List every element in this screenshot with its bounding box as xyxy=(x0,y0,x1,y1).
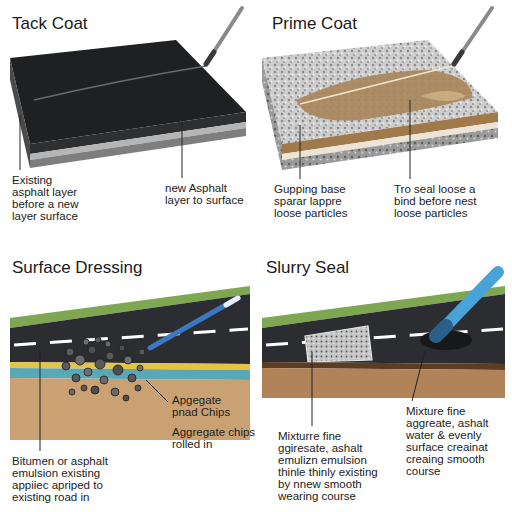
chip xyxy=(95,359,105,369)
label-slot: Mixture fine aggreate, ashalt water & ev… xyxy=(406,405,506,477)
sprayer-nozzle xyxy=(206,52,214,64)
chip xyxy=(111,388,119,396)
chip xyxy=(84,368,92,376)
base-layer xyxy=(30,128,246,168)
slab-side xyxy=(262,58,282,170)
chip xyxy=(139,349,145,355)
chip xyxy=(81,385,87,391)
label-slot: Aggregate chips rolled in xyxy=(172,426,262,450)
chip xyxy=(72,374,80,382)
tack-layer xyxy=(30,122,246,160)
chip xyxy=(124,356,132,364)
label-slot: Prime Coat xyxy=(272,14,492,34)
chip xyxy=(66,348,74,356)
label-slot: Tack Coat xyxy=(12,14,232,34)
tack-coat-slab xyxy=(10,8,246,178)
callout-label: Aggregate chips rolled in xyxy=(172,426,262,450)
spray-wand xyxy=(150,298,238,348)
panel-title: Slurry Seal xyxy=(266,258,486,278)
callout-label: Apgegate pnad Chips xyxy=(172,394,244,418)
label-slot: new Asphalt layer to surface xyxy=(165,182,253,206)
chip xyxy=(105,341,111,347)
callout-label: Bitumen or asphalt emulsion existing app… xyxy=(12,455,126,503)
label-slot: Surface Dressing xyxy=(12,258,232,278)
panel-title: Prime Coat xyxy=(272,14,492,34)
callout-label: Existing asphalt layer before a new laye… xyxy=(12,174,92,222)
leader-line xyxy=(312,352,313,426)
chip xyxy=(113,365,123,375)
prime-coat-slab xyxy=(262,8,498,179)
road-top xyxy=(10,294,250,364)
spreader-head xyxy=(436,326,446,336)
chip xyxy=(75,355,85,365)
leader-line xyxy=(40,350,41,451)
panel-title: Surface Dressing xyxy=(12,258,232,278)
sprayer-wand xyxy=(454,8,492,64)
chip xyxy=(83,339,89,345)
leader-line xyxy=(410,100,411,179)
label-slot: Bitumen or asphalt emulsion existing app… xyxy=(12,455,126,503)
label-slot: Tro seal loose a bind before nest loose … xyxy=(394,183,478,219)
slurry-patch xyxy=(305,326,372,362)
label-slot: Apgegate pnad Chips xyxy=(172,394,244,418)
chip xyxy=(91,386,99,394)
callout-label: Tro seal loose a bind before nest loose … xyxy=(394,183,478,219)
soil-layer xyxy=(262,368,505,398)
label-slot: Slurry Seal xyxy=(266,258,486,278)
callout-label: Mixture fine aggreate, ashalt water & ev… xyxy=(406,405,506,477)
leader-line xyxy=(182,100,183,178)
leader-line xyxy=(146,380,168,402)
chip xyxy=(119,345,125,351)
spray-streak xyxy=(34,66,206,100)
chip xyxy=(88,346,96,354)
prime-spread xyxy=(420,91,466,101)
leader-line xyxy=(20,115,21,170)
aggregate-chips xyxy=(62,337,145,401)
chip xyxy=(106,352,114,360)
chip xyxy=(95,337,101,343)
road-marking xyxy=(14,329,248,345)
callout-label: Gupping base sparar lappre loose particl… xyxy=(274,183,362,219)
chip xyxy=(123,395,129,401)
leader-line xyxy=(412,350,425,401)
callout-label: new Asphalt layer to surface xyxy=(165,182,253,206)
leader-line xyxy=(300,125,301,179)
label-slot: Mixturre fine ggiresate, ashalt emulizn … xyxy=(278,430,390,502)
chip xyxy=(135,385,141,391)
label-slot: Existing asphalt layer before a new laye… xyxy=(12,174,92,222)
spray-wand-grip xyxy=(226,298,238,305)
chip xyxy=(137,365,143,371)
chip xyxy=(69,389,75,395)
chip xyxy=(100,376,108,384)
sprayer-nozzle xyxy=(454,52,462,64)
prime-spread xyxy=(296,70,472,121)
callout-label: Mixturre fine ggiresate, ashalt emulizn … xyxy=(278,430,390,502)
panel-title: Tack Coat xyxy=(12,14,232,34)
sprayer-wand xyxy=(206,8,242,64)
label-slot: Gupping base sparar lappre loose particl… xyxy=(274,183,362,219)
base-layer xyxy=(282,128,498,170)
chip xyxy=(128,374,136,382)
chip xyxy=(62,362,70,370)
spray-streak xyxy=(300,66,452,104)
slurry-seal-road xyxy=(262,272,505,426)
